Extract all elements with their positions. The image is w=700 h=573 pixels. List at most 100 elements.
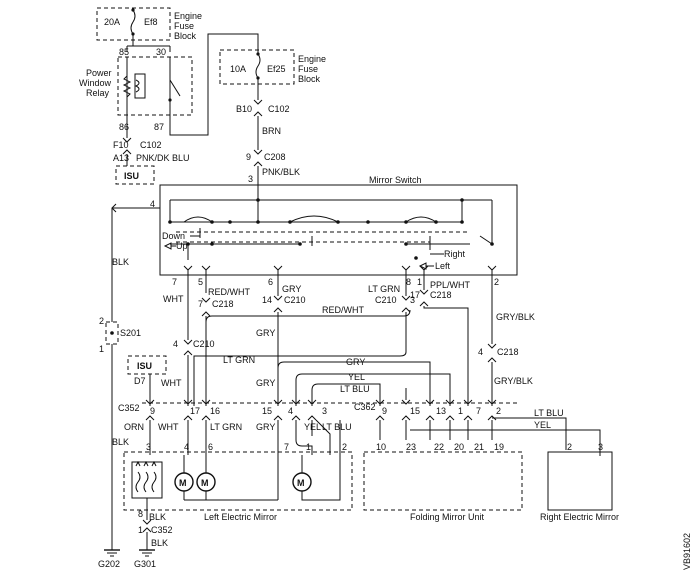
- folding-pin-row: 10 23 22 20 21 19: [376, 442, 504, 452]
- relay-pin-30: 30: [156, 47, 166, 57]
- splice-s201: 2 S201 1 BLK: [99, 316, 141, 550]
- connector-f10: F10: [113, 140, 129, 150]
- relay-pin-87: 87: [154, 122, 164, 132]
- svg-text:M: M: [201, 478, 209, 488]
- wire-yel-2: YEL: [534, 420, 551, 430]
- connector-a13: A13: [113, 153, 129, 163]
- power-window-relay: Power Window Relay 86 87: [79, 33, 259, 136]
- c352-pin-17: 17: [190, 406, 200, 416]
- wire-blk-2: BLK: [112, 437, 129, 447]
- connector-c218-4-pin: 4: [478, 347, 483, 357]
- wire-gry-2: GRY: [256, 328, 275, 338]
- wire-gry-blk-2: GRY/BLK: [494, 376, 533, 386]
- wire-red-wht-2: RED/WHT: [322, 305, 364, 315]
- mirror-switch: Mirror Switch: [111, 175, 518, 322]
- ground-g301-label: G301: [134, 559, 156, 569]
- connector-c218-7: C218: [212, 299, 234, 309]
- arrow-left-icon: [418, 262, 427, 270]
- switch-pin-4: 4: [150, 199, 155, 209]
- folding-pin-19: 19: [494, 442, 504, 452]
- ground-g202-label: G202: [98, 559, 120, 569]
- switch-output-pins: 7 5 6 8 1 2: [172, 277, 499, 287]
- mirror-switch-title: Mirror Switch: [369, 175, 422, 185]
- relay-switch-icon: [169, 79, 181, 97]
- wire-pnk-blk: PNK/BLK: [262, 167, 300, 177]
- folding-pin-23: 23: [406, 442, 416, 452]
- wire-red-wht-1: RED/WHT: [208, 287, 250, 297]
- c362-pin-1: 1: [458, 406, 463, 416]
- isu-label-top: ISU: [124, 171, 139, 181]
- wire-gry-blk-1: GRY/BLK: [496, 312, 535, 322]
- c352-pin-4: 4: [288, 406, 293, 416]
- folding-mirror-title: Folding Mirror Unit: [410, 512, 485, 522]
- c362-pin-row: 9 15 13 1 7 2: [382, 406, 501, 416]
- wire-brn: BRN: [262, 126, 281, 136]
- folding-pin-22: 22: [434, 442, 444, 452]
- fuse-block-title-2: Fuse: [174, 21, 194, 31]
- right-mirror-pin-2: 2: [567, 442, 572, 452]
- c362-pin-7: 7: [476, 406, 481, 416]
- folding-pin-10: 10: [376, 442, 386, 452]
- connector-c102-mid: C102: [268, 104, 290, 114]
- wire-lt-blu-3: LT BLU: [322, 422, 352, 432]
- folding-mirror-unit: 10 23 22 20 21 19 Folding Mirror Unit: [363, 442, 523, 522]
- relay-title-2: Window: [79, 78, 112, 88]
- left-mirror-pin-8: 8: [138, 509, 143, 519]
- c352-pin-9: 9: [150, 406, 155, 416]
- switch-pin-8: 8: [406, 277, 411, 287]
- left-mirror-pin-2: 2: [342, 442, 347, 452]
- switch-pin-5: 5: [198, 277, 203, 287]
- switch-pin-7: 7: [172, 277, 177, 287]
- wire-blk-4: BLK: [151, 538, 168, 548]
- folding-pin-20: 20: [454, 442, 464, 452]
- relay-pin-85: 85: [119, 47, 129, 57]
- c352-pin-16: 16: [210, 406, 220, 416]
- c362-pin-13: 13: [436, 406, 446, 416]
- wire-gry-1: GRY: [282, 284, 301, 294]
- s201-pin-1: 1: [99, 344, 104, 354]
- c362-pin-15: 15: [410, 406, 420, 416]
- c352-pin-15: 15: [262, 406, 272, 416]
- wire-pnk-dk-blu: PNK/DK BLU: [136, 153, 190, 163]
- wire-wht-3: WHT: [158, 422, 179, 432]
- connector-c218-17: C218: [430, 290, 452, 300]
- left-mirror-pin-row: 3 4 6 7 1 2: [146, 442, 347, 452]
- isu-d7: ISU D7: [127, 355, 167, 406]
- connector-c362-label: C362: [354, 402, 376, 412]
- isu-label-lower: ISU: [137, 361, 152, 371]
- connector-pin-9: 9: [246, 152, 251, 162]
- ground-c352-label: C352: [151, 525, 173, 535]
- switch-feed-wire: B10 C102 BRN 9 C208 PNK/BLK 3: [236, 99, 300, 200]
- motor-m-1-icon: M: [174, 472, 194, 492]
- left-mirror-pin-3: 3: [146, 442, 151, 452]
- svg-text:M: M: [297, 478, 305, 488]
- switch-pin-3: 3: [248, 174, 253, 184]
- wire-gry-5: GRY: [256, 422, 275, 432]
- fuse-block-2-title-1: Engine: [298, 54, 326, 64]
- right-mirror-title: Right Electric Mirror: [540, 512, 619, 522]
- connector-row: C352 C362 9 17 16 15 4 3 9 15 13 1 7 2: [118, 388, 520, 421]
- relay-coil-icon: [122, 75, 132, 98]
- wire-lt-grn-2: LT GRN: [223, 355, 255, 365]
- connector-c208: C208: [264, 152, 286, 162]
- left-mirror-pin-7: 7: [284, 442, 289, 452]
- wire-ppl-wht: PPL/WHT: [430, 280, 471, 290]
- c352-pin-3: 3: [322, 406, 327, 416]
- relay-ground-branch: F10 C102 A13 PNK/DK BLU ISU: [113, 120, 190, 185]
- wire-lt-blu-2: LT BLU: [534, 408, 564, 418]
- connector-c210-4-pin: 4: [173, 339, 178, 349]
- fuse-block-title-3: Block: [174, 31, 197, 41]
- switch-label-down: Down: [162, 231, 185, 241]
- folding-pin-21: 21: [474, 442, 484, 452]
- figure-code: VB91602: [682, 533, 692, 570]
- c362-pin-9: 9: [382, 406, 387, 416]
- motor-m-3-icon: M: [292, 472, 312, 492]
- wire-lt-blu-1: LT BLU: [340, 384, 370, 394]
- wire-blk-1: BLK: [112, 257, 129, 267]
- wire-orn: ORN: [124, 422, 144, 432]
- svg-text:M: M: [179, 478, 187, 488]
- fuse-ef8-symbol: [130, 9, 136, 35]
- connector-d7: D7: [134, 376, 146, 386]
- fuse-block-title-1: Engine: [174, 11, 202, 21]
